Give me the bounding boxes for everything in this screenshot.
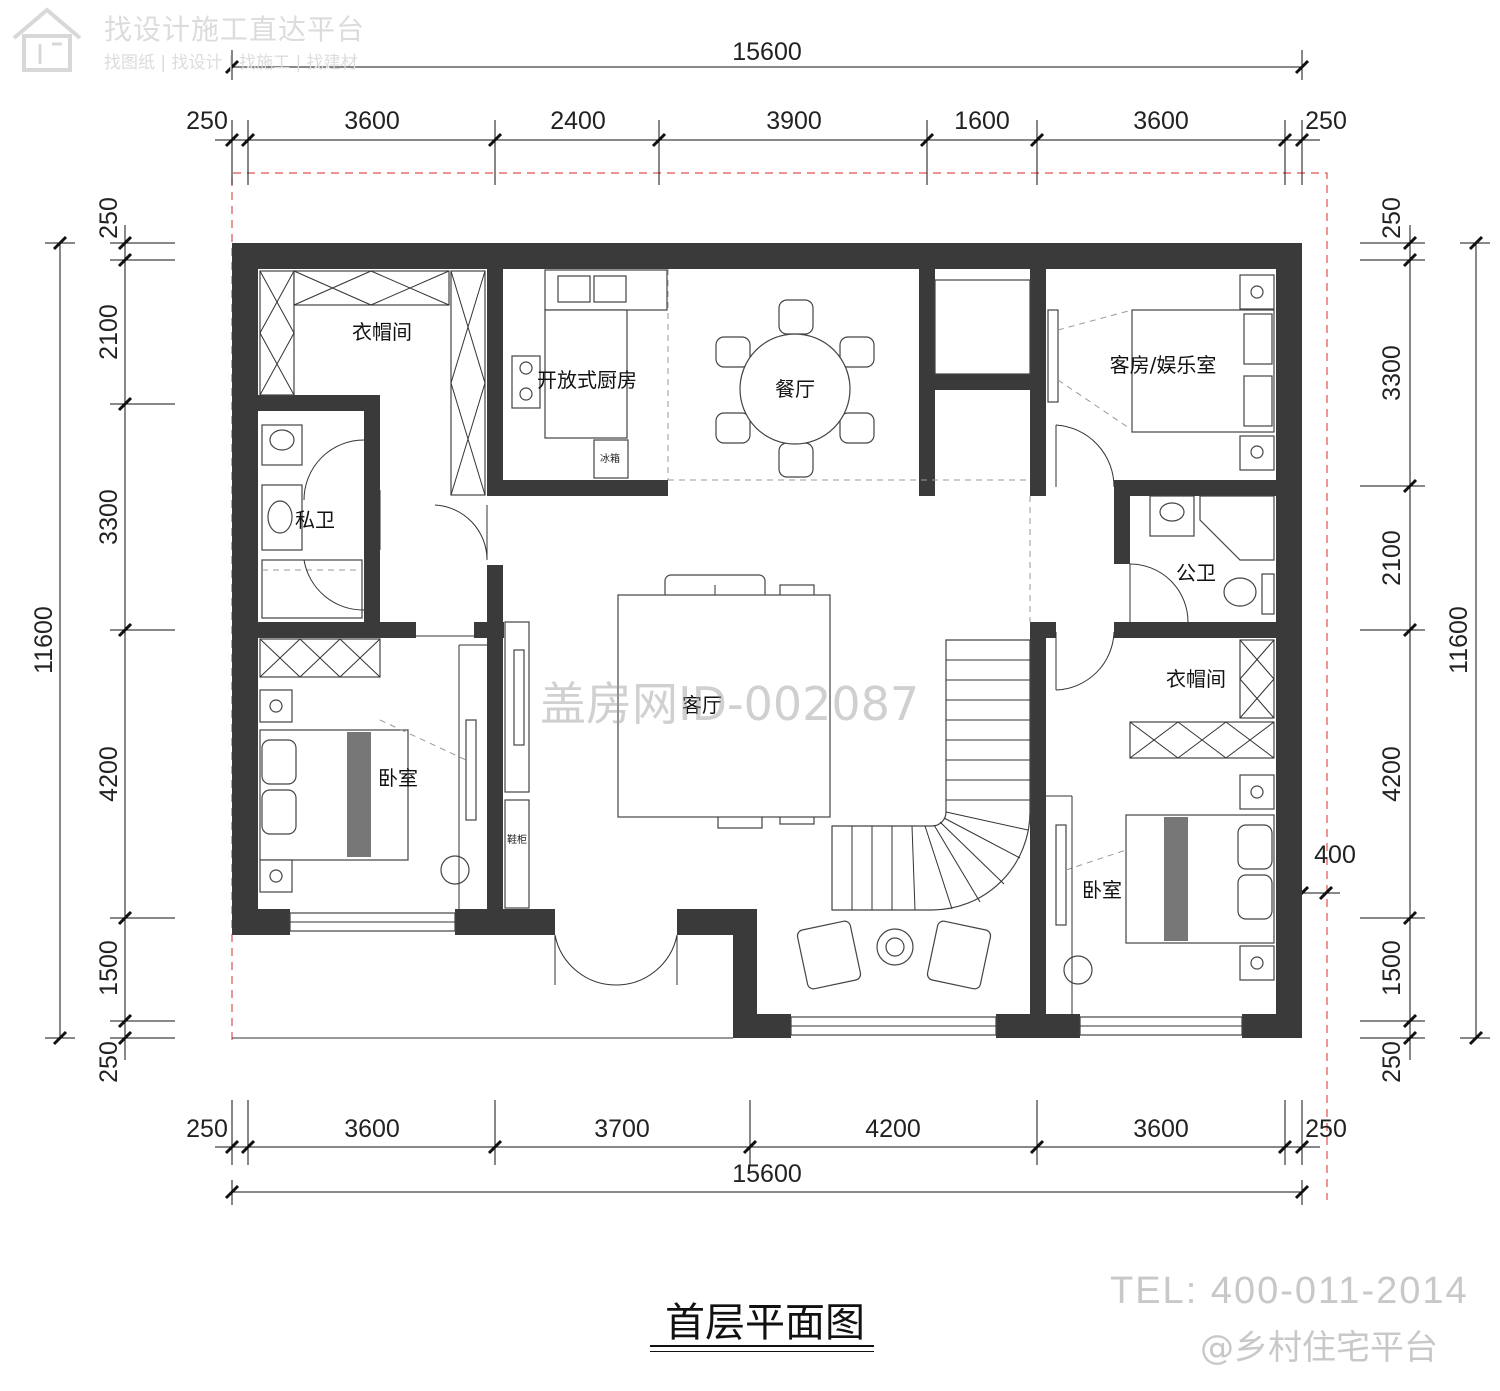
dining-table-set: [715, 299, 875, 478]
public-bath-label: 公卫: [1176, 561, 1216, 585]
left-total-dim: 11600: [30, 606, 58, 674]
brand-services: 找图纸 | 找设计 | 找施工 | 找建材: [104, 53, 358, 73]
bottom-dim-2: 3600: [344, 1115, 400, 1143]
left-dimension-lines: [45, 225, 175, 1060]
bottom-total-dim: 15600: [732, 1160, 802, 1188]
brand-slogan: 找设计施工直达平台: [104, 13, 366, 46]
right-dim-3: 2100: [1378, 530, 1406, 586]
left-dim-4: 4200: [95, 746, 123, 802]
windows: [289, 912, 1243, 1036]
right-dim-1: 250: [1378, 197, 1406, 239]
kitchen-fixtures: [511, 269, 669, 480]
private-bath-fixtures: [261, 424, 381, 619]
platform-handle: @乡村住宅平台: [1200, 1328, 1438, 1368]
right-dim-4: 4200: [1378, 746, 1406, 802]
living-label: 客厅: [682, 693, 722, 717]
bottom-dim-1: 250: [186, 1115, 228, 1143]
top-dim-4: 3900: [766, 107, 822, 135]
top-dim-5: 1600: [954, 107, 1010, 135]
bottom-dim-6: 250: [1305, 1115, 1347, 1143]
top-total-dim: 15600: [732, 38, 802, 66]
drawing-title: 首层平面图: [665, 1300, 865, 1346]
staircase: [831, 639, 1031, 911]
top-dim-6: 3600: [1133, 107, 1189, 135]
main-entrance-door[interactable]: [554, 934, 678, 986]
cloakroom-top-label: 衣帽间: [352, 320, 412, 344]
right-total-dim: 11600: [1445, 606, 1473, 674]
contact-phone: TEL: 400-011-2014: [1110, 1270, 1469, 1312]
public-bath-fixtures: [1129, 495, 1275, 623]
private-bath-label: 私卫: [295, 508, 335, 532]
left-bedroom-furniture: [259, 638, 487, 909]
bottom-dim-5: 3600: [1133, 1115, 1189, 1143]
top-dimension-lines: [215, 50, 1320, 185]
guest-room-door[interactable]: [1055, 424, 1115, 488]
right-dim-5: 1500: [1378, 940, 1406, 996]
elevator-shaft: [934, 279, 1031, 375]
private-bath-door[interactable]: [434, 504, 488, 561]
cloakroom-top-wardrobes: [259, 270, 486, 496]
bottom-dimension-lines: [215, 1100, 1320, 1205]
right-dim-2: 3300: [1378, 345, 1406, 401]
right-bedroom-furniture: [1046, 774, 1275, 1014]
left-bedroom-label: 卧室: [378, 766, 418, 790]
right-bedroom-door[interactable]: [1055, 631, 1115, 691]
property-boundary-dashed: [231, 172, 1328, 1200]
house-logo-icon: [12, 7, 82, 72]
left-dim-3: 3300: [95, 489, 123, 545]
kitchen-label: 开放式厨房: [537, 368, 637, 392]
guest-room-furniture: [1047, 274, 1275, 471]
bottom-dim-4: 4200: [865, 1115, 921, 1143]
right-bedroom-label: 卧室: [1082, 878, 1122, 902]
cloakroom-right-wardrobes: [1129, 639, 1275, 759]
cloakroom-right-label: 衣帽间: [1166, 667, 1226, 691]
title-underline: [650, 1345, 874, 1352]
top-dim-2: 3600: [344, 107, 400, 135]
right-dim-6: 250: [1378, 1041, 1406, 1083]
top-dim-1: 250: [186, 107, 228, 135]
walls: [232, 243, 1302, 1038]
left-dim-2: 2100: [95, 304, 123, 360]
top-dim-7: 250: [1305, 107, 1347, 135]
shoe-cabinet-label: 鞋柜: [507, 833, 527, 846]
dining-label: 餐厅: [775, 377, 815, 401]
fridge-label: 冰箱: [600, 452, 620, 465]
bottom-dim-3: 3700: [594, 1115, 650, 1143]
top-dim-3: 2400: [550, 107, 606, 135]
living-room-furniture: [617, 574, 831, 829]
shoe-cabinet: [504, 621, 530, 909]
guest-room-label: 客房/娱乐室: [1110, 353, 1217, 377]
left-dim-5: 1500: [95, 940, 123, 996]
left-dim-6: 250: [95, 1041, 123, 1083]
lounge-chairs: [796, 920, 992, 990]
left-dim-1: 250: [95, 197, 123, 239]
right-extra-dim: 400: [1314, 841, 1356, 869]
watermark-id: 盖房网ID-002087: [540, 677, 920, 731]
